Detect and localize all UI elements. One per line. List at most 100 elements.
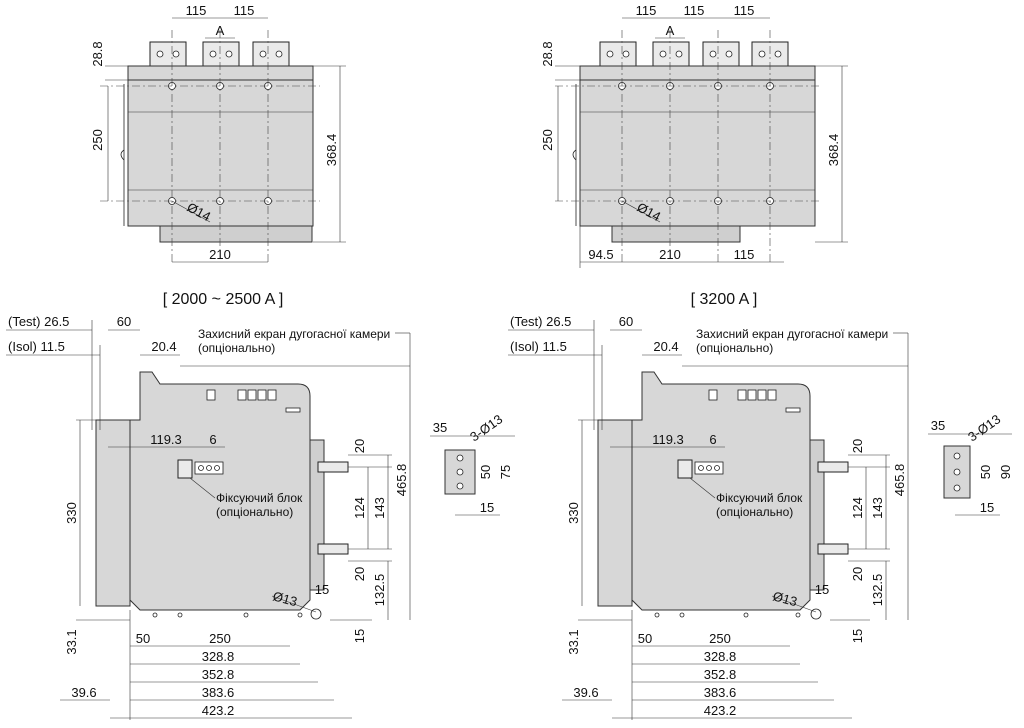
dim-label-a: A [216,23,225,38]
lock-note-2: (опціонально) [716,505,793,519]
dim-pitch-2: 115 [234,3,255,18]
dim-50: 50 [638,631,652,646]
dim-15a: 15 [815,582,829,597]
dim-60: 60 [117,314,131,329]
detail-75: 75 [498,465,513,479]
side-body [631,371,811,611]
dim-pitch-1: 115 [636,3,657,18]
dim-352-8: 352.8 [704,667,737,682]
arc-shield-note-2: (опціонально) [696,341,773,355]
terminal-detail-2000-2500: 35 3-Ø13 50 75 15 [430,411,515,516]
breaker-body [579,79,816,227]
dim-label-a: A [666,23,675,38]
side-body [129,371,311,611]
arc-shield-note: Захисний екран дугогасної камери [198,327,390,341]
dim-6: 6 [209,432,216,447]
dim-20-4: 20.4 [653,339,678,354]
terminal [252,41,290,67]
dim-423-2: 423.2 [202,703,235,718]
dim-bottom-94-5: 94.5 [588,247,613,262]
dim-isol: (Isol) 11.5 [510,339,567,354]
dim-isol: (Isol) 11.5 [8,339,65,354]
dim-hole-spacing: 250 [90,129,105,151]
dim-143: 143 [870,497,885,519]
dim-328-8: 328.8 [704,649,737,664]
detail-35: 35 [931,418,945,433]
dim-20a: 20 [850,439,865,453]
title-3200: [ 3200 A ] [691,291,758,308]
detail-50: 50 [978,465,993,479]
detail-15: 15 [980,500,994,515]
dim-383-6: 383.6 [202,685,235,700]
dim-60: 60 [619,314,633,329]
dim-119-3: 119.3 [150,432,182,447]
dim-pitch-1: 115 [186,3,207,18]
dim-bottom-115: 115 [734,247,755,262]
dim-20-4: 20.4 [151,339,176,354]
dim-total-height: 368.4 [826,134,841,167]
lock-note-2: (опціонально) [216,505,293,519]
dim-250: 250 [209,631,231,646]
side-view-3200: (Test) 26.5 (Isol) 11.5 60 20.4 Захисний… [508,314,909,720]
dim-383-6: 383.6 [704,685,737,700]
dim-33-1: 33.1 [64,629,79,654]
detail-50: 50 [478,465,493,479]
dim-20b: 20 [352,567,367,581]
side-view-2000-2500: (Test) 26.5 (Isol) 11.5 60 20.4 Захисний… [6,314,411,720]
dim-124: 124 [352,497,367,519]
dim-132-5: 132.5 [870,574,885,607]
dim-330: 330 [64,502,79,524]
dim-bottom-210: 210 [659,247,681,262]
terminal [202,41,240,67]
dim-bottom-210: 210 [209,247,231,262]
dim-250: 250 [709,631,731,646]
dim-15a: 15 [315,582,329,597]
arc-shield-note: Захисний екран дугогасної камери [696,327,888,341]
dim-15b: 15 [850,629,865,643]
lock-note: Фіксуючий блок [216,491,303,505]
dim-423-2: 423.2 [704,703,737,718]
arc-shield-note-2: (опціонально) [198,341,275,355]
dim-hole-spacing: 250 [540,129,555,151]
title-2000-2500: [ 2000 ~ 2500 A ] [163,291,284,308]
top-plate [127,65,314,81]
dim-hole: Ø13 [771,588,799,609]
dim-119-3: 119.3 [652,432,684,447]
dim-top-height: 28.8 [90,41,105,66]
detail-90: 90 [998,465,1013,479]
detail-holes: 3-Ø13 [467,411,505,444]
top-view-2000-2500: 115 115 A 28.8 250 368.4 Ø14 210 [90,3,346,263]
dim-hole: Ø13 [271,588,299,609]
dim-39-6: 39.6 [573,685,598,700]
dim-50: 50 [136,631,150,646]
dim-top-height: 28.8 [540,41,555,66]
dim-132-5: 132.5 [372,574,387,607]
detail-35: 35 [433,420,447,435]
dim-test: (Test) 26.5 [510,314,571,329]
top-view-3200: 115 115 115 A 28.8 250 368.4 Ø14 94.5 21… [540,3,848,268]
dim-465-8: 465.8 [892,464,907,497]
dim-total-height: 368.4 [324,134,339,167]
dim-352-8: 352.8 [202,667,235,682]
terminal [149,41,187,67]
dim-465-8: 465.8 [394,464,409,497]
dim-33-1: 33.1 [566,629,581,654]
bottom-block [159,225,313,243]
dim-330: 330 [566,502,581,524]
terminal-detail-3200: 35 3-Ø13 50 90 15 [928,411,1013,516]
dim-6: 6 [709,432,716,447]
dim-20a: 20 [352,439,367,453]
detail-15: 15 [480,500,494,515]
dim-20b: 20 [850,567,865,581]
detail-holes: 3-Ø13 [965,411,1003,444]
dim-pitch-2: 115 [684,3,705,18]
dim-15b: 15 [352,629,367,643]
dim-143: 143 [372,497,387,519]
dim-124: 124 [850,497,865,519]
dim-328-8: 328.8 [202,649,235,664]
dim-pitch-3: 115 [734,3,755,18]
lock-note: Фіксуючий блок [716,491,803,505]
dim-39-6: 39.6 [71,685,96,700]
dim-test: (Test) 26.5 [8,314,69,329]
